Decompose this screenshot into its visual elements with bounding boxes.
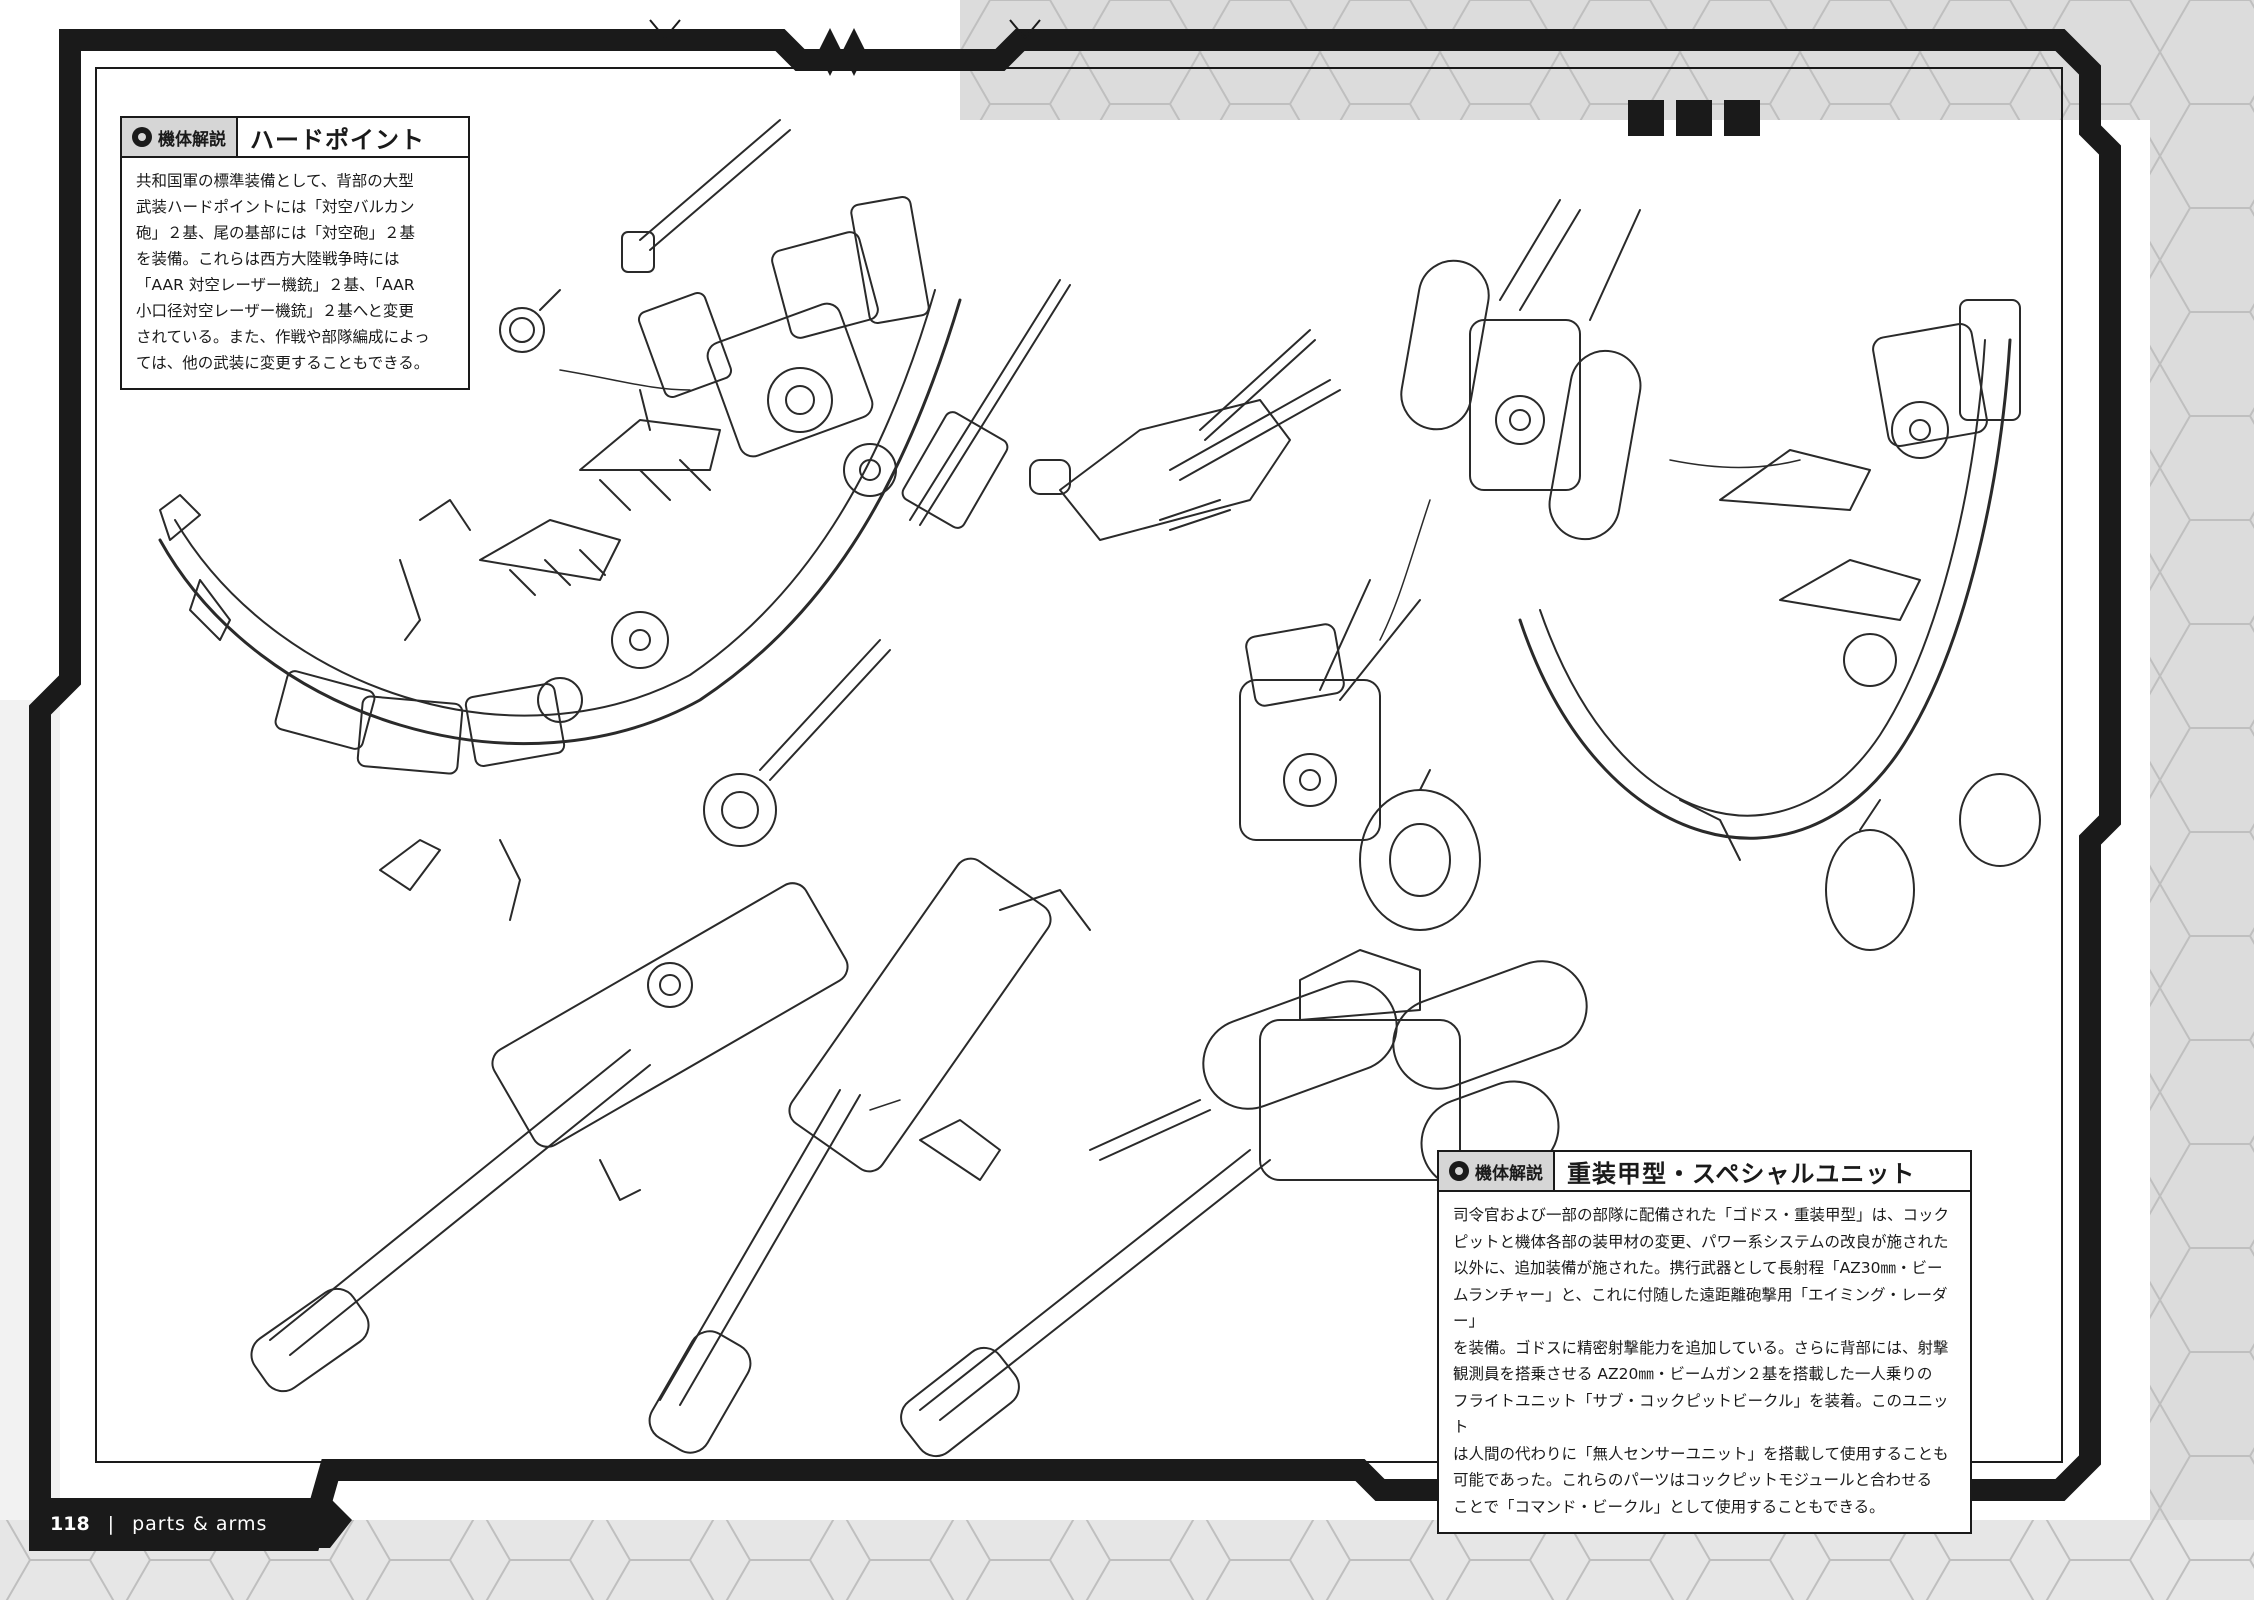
sub-cockpit-flight-unit	[900, 949, 1588, 1458]
callout-body: 共和国軍の標準装備として、背部の大型 武装ハードポイントには「対空バルカン 砲」…	[136, 172, 430, 372]
beam-launcher-1	[250, 882, 849, 1393]
callout-title: ハードポイント	[250, 125, 425, 154]
three-squares-ornament	[1628, 100, 1760, 136]
connector-lines	[559, 369, 1801, 1111]
heavy-armor-callout: 機体解説 重装甲型・スペシャルユニット 司令官および一部の部隊に配備された「ゴド…	[1437, 1150, 1972, 1534]
aiming-radar	[1359, 769, 2041, 951]
inner-frame	[95, 67, 2063, 1463]
tail-hardpoint-assembly-right	[1518, 299, 2021, 861]
sub-cockpit-vehicle	[1239, 579, 1421, 841]
diamond-ornaments	[818, 28, 866, 76]
footer-tab	[40, 1498, 352, 1548]
callout-tag-label: 機体解説	[1475, 1163, 1543, 1184]
callout-body: 司令官および一部の部隊に配備された「ゴドス・重装甲型」は、コック ピットと機体各…	[1453, 1206, 1950, 1516]
jaw-armor-piece	[1059, 329, 1341, 541]
gear-icon	[132, 127, 152, 147]
anti-air-vulcan-cannon	[637, 119, 791, 431]
small-parts-left	[379, 231, 1071, 921]
tail-hardpoint-assembly-left	[158, 195, 962, 775]
page-footer: 118 | parts & arms	[50, 1506, 267, 1542]
anti-air-gun	[703, 279, 1071, 847]
callout-tag: 機体解説	[1439, 1152, 1555, 1190]
callout-header: 機体解説 ハードポイント	[122, 118, 468, 158]
hardpoint-callout: 機体解説 ハードポイント 共和国軍の標準装備として、背部の大型 武装ハードポイン…	[120, 116, 470, 390]
callout-title: 重装甲型・スペシャルユニット	[1567, 1159, 1916, 1188]
gear-icon	[1449, 1161, 1469, 1181]
armored-backpack-assembly	[1400, 199, 1642, 541]
callout-header: 機体解説 重装甲型・スペシャルユニット	[1439, 1152, 1970, 1192]
page-number: 118	[50, 1513, 90, 1535]
callout-tag: 機体解説	[122, 118, 238, 156]
beam-launcher-2	[648, 857, 1091, 1454]
section-label: parts & arms	[132, 1513, 268, 1535]
footer-separator: |	[107, 1513, 115, 1535]
callout-tag-label: 機体解説	[158, 129, 226, 150]
